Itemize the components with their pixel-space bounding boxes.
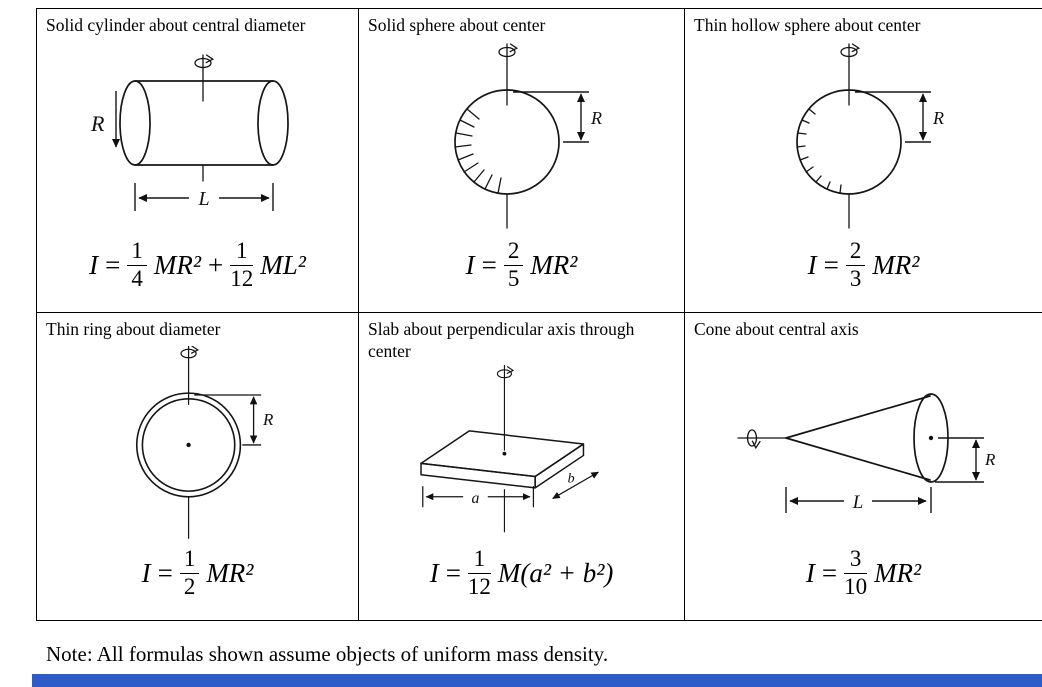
ring-figure: R <box>37 340 358 547</box>
equals-sign: = <box>157 558 173 589</box>
cell-hollow-sphere: Thin hollow sphere about center <box>685 9 1042 313</box>
solid-sphere-sketch: R <box>453 43 602 229</box>
cone-body <box>785 393 949 483</box>
formula-slab: I = 1 12 M(a² + b²) <box>359 547 684 600</box>
formula-lhs: I <box>89 250 99 281</box>
cylinder-body <box>118 80 289 166</box>
fraction: 1 12 <box>230 238 254 292</box>
formula-lhs: I <box>141 558 151 589</box>
formula-solid-sphere: I = 2 5 MR² <box>359 239 684 292</box>
rotation-arrow-icon <box>179 345 199 359</box>
formula-cone: I = 3 10 MR² <box>685 547 1042 600</box>
rotation-arrow-icon <box>496 366 514 379</box>
formula-term: MR² <box>153 250 201 281</box>
plus-sign: + <box>207 250 224 281</box>
radius-label: R <box>90 111 105 136</box>
formula-term: M(a² + b²) <box>497 558 614 589</box>
rotation-axis <box>839 43 860 229</box>
cell-thin-ring: Thin ring about diameter <box>37 313 359 621</box>
formula-lhs: I <box>465 250 475 281</box>
rotation-arrow-icon <box>839 43 860 58</box>
formula-term: MR² <box>872 250 920 281</box>
rotation-arrow-icon <box>193 54 214 69</box>
slab-figure: a b <box>359 363 684 548</box>
rotation-arrow-icon <box>746 429 761 449</box>
cell-title: Solid sphere about center <box>368 15 546 35</box>
cone-figure: R L <box>685 340 1042 547</box>
rotation-axis <box>497 43 518 229</box>
fraction: 1 4 <box>127 239 147 292</box>
cell-solid-cylinder: Solid cylinder about central diameter <box>37 9 359 313</box>
equals-sign: = <box>481 250 497 281</box>
hollow-sphere-figure: R <box>685 36 1042 239</box>
length-dimension: L <box>785 486 932 513</box>
formula-term: ML² <box>260 250 306 281</box>
radius-label: R <box>262 410 274 429</box>
rotation-axis <box>179 345 199 539</box>
bottom-blue-bar <box>32 674 1042 687</box>
uniform-density-note: Note: All formulas shown assume objects … <box>46 642 609 666</box>
radius-label: R <box>932 108 944 128</box>
slab-sketch: a b <box>419 365 599 533</box>
fraction: 2 3 <box>845 239 866 292</box>
moment-of-inertia-table: Solid cylinder about central diameter <box>36 8 1042 621</box>
ring-body <box>135 392 241 498</box>
fraction: 3 10 <box>844 546 868 600</box>
radius-label: R <box>590 108 602 128</box>
depth-b-label: b <box>567 471 574 487</box>
equals-sign: = <box>823 250 839 281</box>
equals-sign: = <box>821 558 838 589</box>
cell-slab: Slab about perpendicular axis through ce… <box>359 313 685 621</box>
radius-dimension: R <box>90 90 120 148</box>
radius-dimension: R <box>193 394 274 446</box>
formula-lhs: I <box>429 558 439 589</box>
length-label: L <box>852 492 864 513</box>
formula-ring: I = 1 2 MR² <box>37 547 358 600</box>
equals-sign: = <box>105 250 121 281</box>
solid-sphere-figure: R <box>359 36 684 239</box>
cylinder-figure: R L <box>37 36 358 239</box>
formula-lhs: I <box>805 558 815 589</box>
cylinder-sketch: R L <box>90 54 289 211</box>
equals-sign: = <box>445 558 461 589</box>
fraction: 1 2 <box>179 547 200 600</box>
formula-term: MR² <box>874 558 922 589</box>
cone-sketch: R L <box>737 393 996 513</box>
width-a-label: a <box>471 490 479 507</box>
fraction: 1 12 <box>467 546 491 600</box>
cell-solid-sphere: Solid sphere about center <box>359 9 685 313</box>
length-dimension: L <box>133 182 274 211</box>
cell-title: Solid cylinder about central diameter <box>46 15 306 35</box>
radius-dimension: R <box>854 91 944 143</box>
cell-cone: Cone about central axis <box>685 313 1042 621</box>
sphere-shading <box>453 108 502 194</box>
formula-cylinder: I = 1 4 MR² + 1 12 ML² <box>37 239 358 292</box>
radius-dimension: R <box>512 91 602 143</box>
formula-lhs: I <box>807 250 817 281</box>
cell-title: Slab about perpendicular axis through ce… <box>368 319 635 362</box>
rotation-axis <box>193 54 214 182</box>
cell-title: Cone about central axis <box>694 319 859 339</box>
slab-body <box>419 430 584 489</box>
fraction: 2 5 <box>503 239 524 292</box>
depth-b-dimension: b <box>551 471 599 500</box>
length-label: L <box>197 188 209 210</box>
width-a-dimension: a <box>421 486 534 508</box>
cell-title: Thin ring about diameter <box>46 319 221 339</box>
rotation-arrow-icon <box>497 43 518 58</box>
formula-hollow-sphere: I = 2 3 MR² <box>685 239 1042 292</box>
formula-term: MR² <box>206 558 254 589</box>
hollow-sphere-sketch: R <box>795 43 944 229</box>
formula-term: MR² <box>530 250 578 281</box>
cell-title: Thin hollow sphere about center <box>694 15 921 35</box>
radius-label: R <box>984 450 996 469</box>
ring-sketch: R <box>135 345 274 539</box>
rotation-axis <box>496 365 514 533</box>
radius-dimension: R <box>935 437 996 483</box>
rotation-axis <box>737 429 934 449</box>
sphere-shading <box>795 108 842 194</box>
